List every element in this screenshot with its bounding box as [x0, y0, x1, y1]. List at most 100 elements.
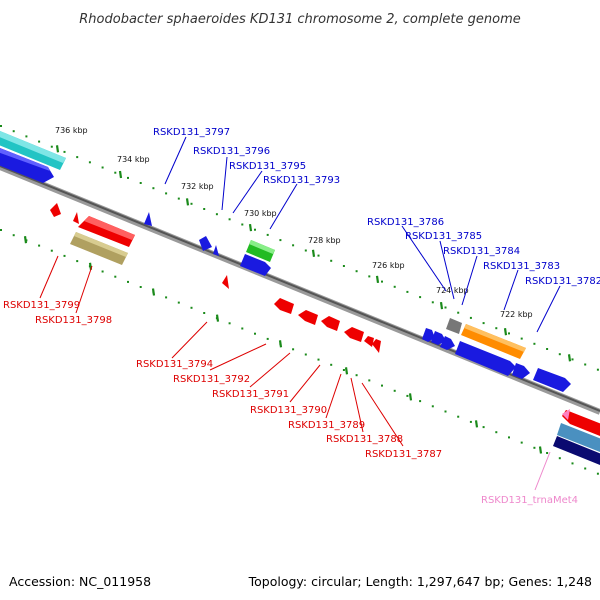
gene-label-plus[interactable]: RSKD131_3783: [483, 261, 560, 272]
minor-tick: [546, 452, 549, 454]
minor-tick: [292, 348, 295, 351]
minor-tick: [558, 457, 561, 460]
minor-tick: [12, 130, 15, 133]
feature-blue-end[interactable]: [533, 368, 571, 392]
minor-tick: [190, 306, 193, 309]
scale-label: 736 kbp: [55, 126, 88, 135]
feature-cyan-1[interactable]: [0, 129, 66, 170]
minor-tick: [127, 280, 129, 283]
minor-tick: [215, 213, 218, 216]
feature-blue-mid[interactable]: [240, 254, 271, 276]
feature-red-9[interactable]: [372, 339, 381, 353]
feature-blue-long[interactable]: [455, 341, 516, 376]
minor-tick: [241, 327, 244, 330]
gene-label-minus[interactable]: RSKD131_3794: [136, 359, 213, 370]
plus-strand-features: [0, 129, 600, 465]
minor-tick: [203, 208, 206, 210]
accession-text: Accession: NC_011958: [9, 574, 151, 589]
feature-small-7[interactable]: [512, 363, 530, 379]
minor-tick: [533, 446, 536, 449]
feature-green[interactable]: [246, 240, 275, 262]
minor-tick: [190, 202, 193, 205]
gene-label-plus[interactable]: RSKD131_3797: [153, 127, 230, 138]
major-tick: [439, 301, 444, 310]
gene-label-plus[interactable]: RSKD131_3784: [443, 246, 520, 257]
gene-label-minus[interactable]: RSKD131_3788: [326, 434, 403, 445]
gene-label-plus[interactable]: RSKD131_3793: [263, 175, 340, 186]
minor-tick: [342, 265, 345, 267]
feature-red-small-3[interactable]: [222, 275, 229, 289]
minor-tick: [469, 316, 472, 319]
minor-tick: [203, 312, 206, 314]
gene-labels: RSKD131_3797 RSKD131_3796 RSKD131_3795 R…: [3, 127, 600, 506]
feature-red-7[interactable]: [344, 327, 364, 342]
feature-red-big[interactable]: [78, 216, 135, 247]
minor-tick: [406, 394, 409, 397]
feature-red-small-1[interactable]: [50, 203, 61, 217]
minor-tick: [0, 125, 2, 127]
minor-tick: [317, 358, 320, 361]
minor-tick: [38, 244, 41, 247]
feature-orange[interactable]: [461, 324, 526, 359]
feature-red-5[interactable]: [298, 310, 318, 325]
minor-tick: [571, 462, 574, 465]
feature-small-5[interactable]: [431, 331, 446, 345]
major-tick: [474, 420, 479, 428]
minor-tick: [63, 150, 66, 153]
gene-label-plus[interactable]: RSKD131_3796: [193, 146, 270, 157]
tick-tracks: [0, 125, 599, 475]
minor-tick: [431, 301, 434, 304]
feature-blue-big-1[interactable]: [0, 146, 54, 183]
gene-label-plus[interactable]: RSKD131_3786: [367, 217, 444, 228]
minor-tick: [482, 426, 485, 429]
minor-tick: [317, 254, 320, 257]
minor-tick: [228, 218, 231, 221]
feature-red-4[interactable]: [274, 298, 294, 314]
gene-label-plus[interactable]: RSKD131_3795: [229, 161, 306, 172]
gene-label-plus[interactable]: RSKD131_3782: [525, 276, 600, 287]
minor-tick: [266, 337, 269, 340]
feature-small-1[interactable]: [144, 212, 152, 226]
minor-tick: [596, 368, 599, 371]
minor-tick: [228, 322, 231, 325]
minor-tick: [254, 332, 256, 335]
major-tick: [408, 393, 413, 401]
minor-tick: [520, 441, 523, 444]
minor-tick: [571, 358, 574, 361]
feature-small-4[interactable]: [422, 328, 435, 342]
minor-tick: [101, 166, 104, 169]
minor-tick: [419, 400, 422, 403]
feature-trna[interactable]: [562, 409, 570, 420]
feature-red-8[interactable]: [364, 336, 374, 347]
feature-small-2[interactable]: [199, 236, 212, 251]
minor-tick: [495, 431, 498, 434]
gene-label-minus[interactable]: RSKD131_3787: [365, 449, 442, 460]
scale-label: 726 kbp: [372, 261, 405, 270]
feature-red-end[interactable]: [562, 410, 600, 436]
feature-red-6[interactable]: [321, 316, 340, 331]
gene-label-minus[interactable]: RSKD131_3790: [250, 405, 327, 416]
gene-label-minus[interactable]: RSKD131_3789: [288, 420, 365, 431]
minor-tick: [88, 161, 91, 164]
minor-tick: [330, 363, 333, 366]
minor-tick: [292, 244, 295, 247]
gene-label-plus[interactable]: RSKD131_3785: [405, 231, 482, 242]
feature-small-3[interactable]: [213, 245, 219, 256]
gene-label-minus[interactable]: RSKD131_3798: [35, 315, 112, 326]
minor-tick: [304, 353, 307, 356]
gene-label-minus[interactable]: RSKD131_3792: [173, 374, 250, 385]
feature-grey[interactable]: [446, 318, 462, 334]
major-tick: [55, 145, 60, 153]
feature-steel[interactable]: [557, 423, 600, 452]
gene-label-minus[interactable]: RSKD131_3791: [212, 389, 289, 400]
feature-navy[interactable]: [553, 436, 600, 465]
gene-label-minus[interactable]: RSKD131_3799: [3, 300, 80, 311]
feature-red-small-2[interactable]: [73, 212, 79, 224]
minor-tick: [381, 280, 383, 283]
minor-tick: [127, 176, 129, 179]
major-tick: [278, 340, 283, 348]
feature-small-6[interactable]: [440, 336, 455, 350]
minor-tick: [381, 384, 383, 387]
feature-khaki[interactable]: [70, 232, 128, 265]
gene-label-trna[interactable]: RSKD131_trnaMet4: [481, 495, 578, 506]
